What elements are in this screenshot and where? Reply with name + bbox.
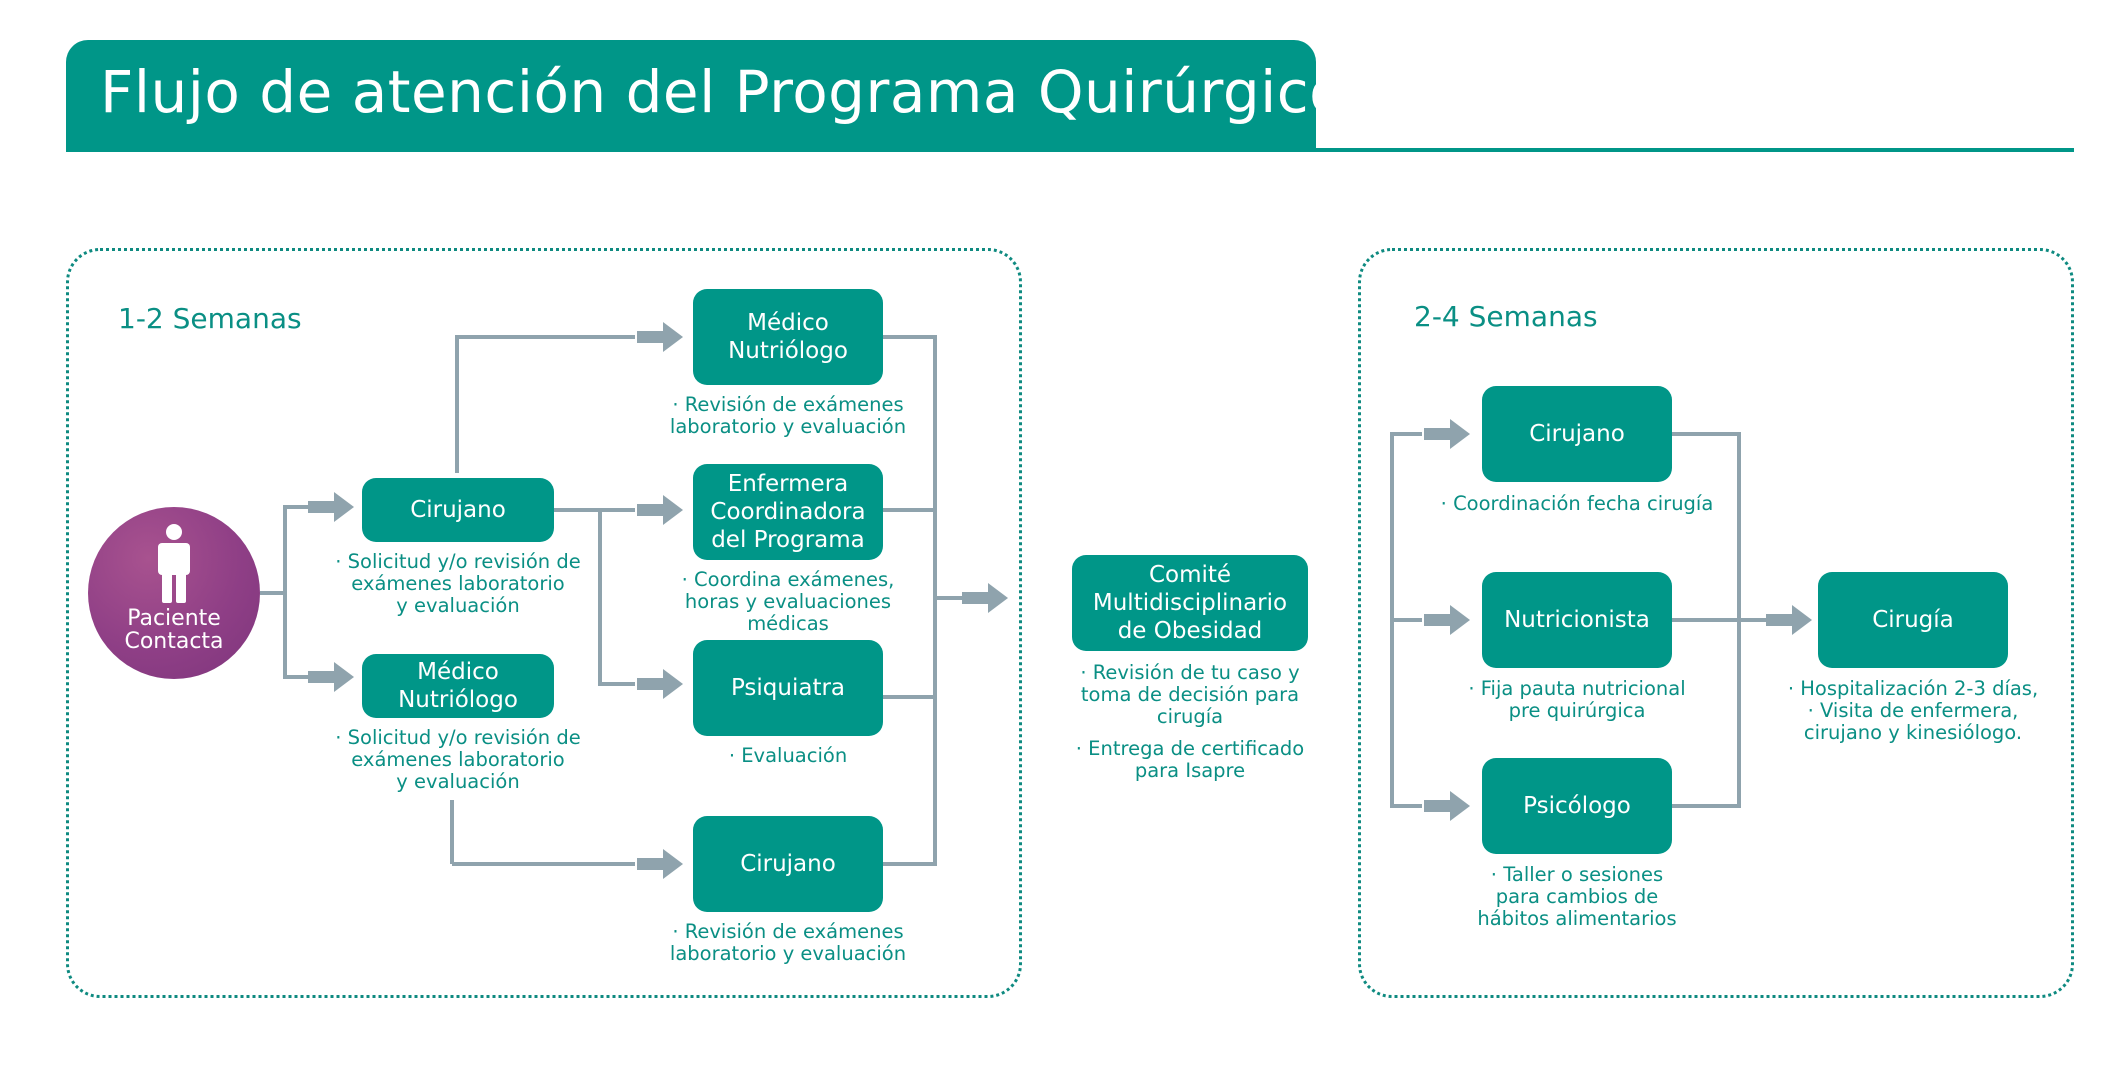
- note-psiquiatra: · Evaluación: [728, 744, 848, 767]
- note-cirugia: · Hospitalización 2-3 días, · Visita de …: [1787, 677, 2039, 744]
- node-enfermera-coordinadora: Enfermera Coordinadora del Programa: [693, 464, 883, 560]
- arrow: [308, 492, 354, 522]
- node-psicologo: Psicólogo: [1482, 758, 1672, 854]
- arrow: [962, 583, 1008, 613]
- arrow: [1424, 605, 1470, 635]
- arrow: [308, 662, 354, 692]
- note-medico-nutriologo-2: · Revisión de exámenes laboratorio y eva…: [669, 393, 907, 438]
- title-underline: [66, 148, 2074, 152]
- note-psicologo: · Taller o sesiones para cambios de hábi…: [1477, 863, 1677, 930]
- node-medico-nutriologo-1: Médico Nutriólogo: [362, 654, 554, 718]
- note-comite-1: · Revisión de tu caso y toma de decisión…: [1080, 661, 1300, 728]
- page-title: Flujo de atención del Programa Quirúrgic…: [100, 58, 1346, 126]
- node-medico-nutriologo-2: Médico Nutriólogo: [693, 289, 883, 385]
- phase-2-label: 2-4 Semanas: [1414, 300, 1598, 333]
- arrow: [637, 849, 683, 879]
- note-enfermera-coordinadora: · Coordina exámenes, horas y evaluacione…: [681, 568, 895, 635]
- node-psiquiatra: Psiquiatra: [693, 640, 883, 736]
- node-cirujano-2: Cirujano: [693, 816, 883, 912]
- note-medico-nutriologo-1: · Solicitud y/o revisión de exámenes lab…: [335, 726, 581, 793]
- note-cirujano-2: · Revisión de exámenes laboratorio y eva…: [669, 920, 907, 965]
- arrow: [637, 322, 683, 352]
- node-comite: Comité Multidisciplinario de Obesidad: [1072, 555, 1308, 651]
- note-comite-2: · Entrega de certificado para Isapre: [1075, 737, 1305, 782]
- patient-contact-node: Paciente Contacta: [88, 507, 260, 679]
- arrow: [1424, 419, 1470, 449]
- note-cirujano-1: · Solicitud y/o revisión de exámenes lab…: [335, 550, 581, 617]
- node-cirujano-1: Cirujano: [362, 478, 554, 542]
- note-cirujano-3: · Coordinación fecha cirugía: [1440, 492, 1714, 515]
- arrow: [1424, 791, 1470, 821]
- phase-1-panel: [66, 248, 1022, 998]
- phase-1-label: 1-2 Semanas: [118, 302, 302, 335]
- phase-2-panel: [1358, 248, 2074, 998]
- note-nutricionista: · Fija pauta nutricional pre quirúrgica: [1468, 677, 1686, 722]
- person-icon: [158, 524, 190, 603]
- title-bar: [66, 40, 1316, 152]
- node-nutricionista: Nutricionista: [1482, 572, 1672, 668]
- arrow: [637, 495, 683, 525]
- node-cirugia: Cirugía: [1818, 572, 2008, 668]
- arrow: [637, 669, 683, 699]
- patient-label: Paciente Contacta: [124, 606, 224, 654]
- arrow: [1766, 605, 1812, 635]
- node-cirujano-3: Cirujano: [1482, 386, 1672, 482]
